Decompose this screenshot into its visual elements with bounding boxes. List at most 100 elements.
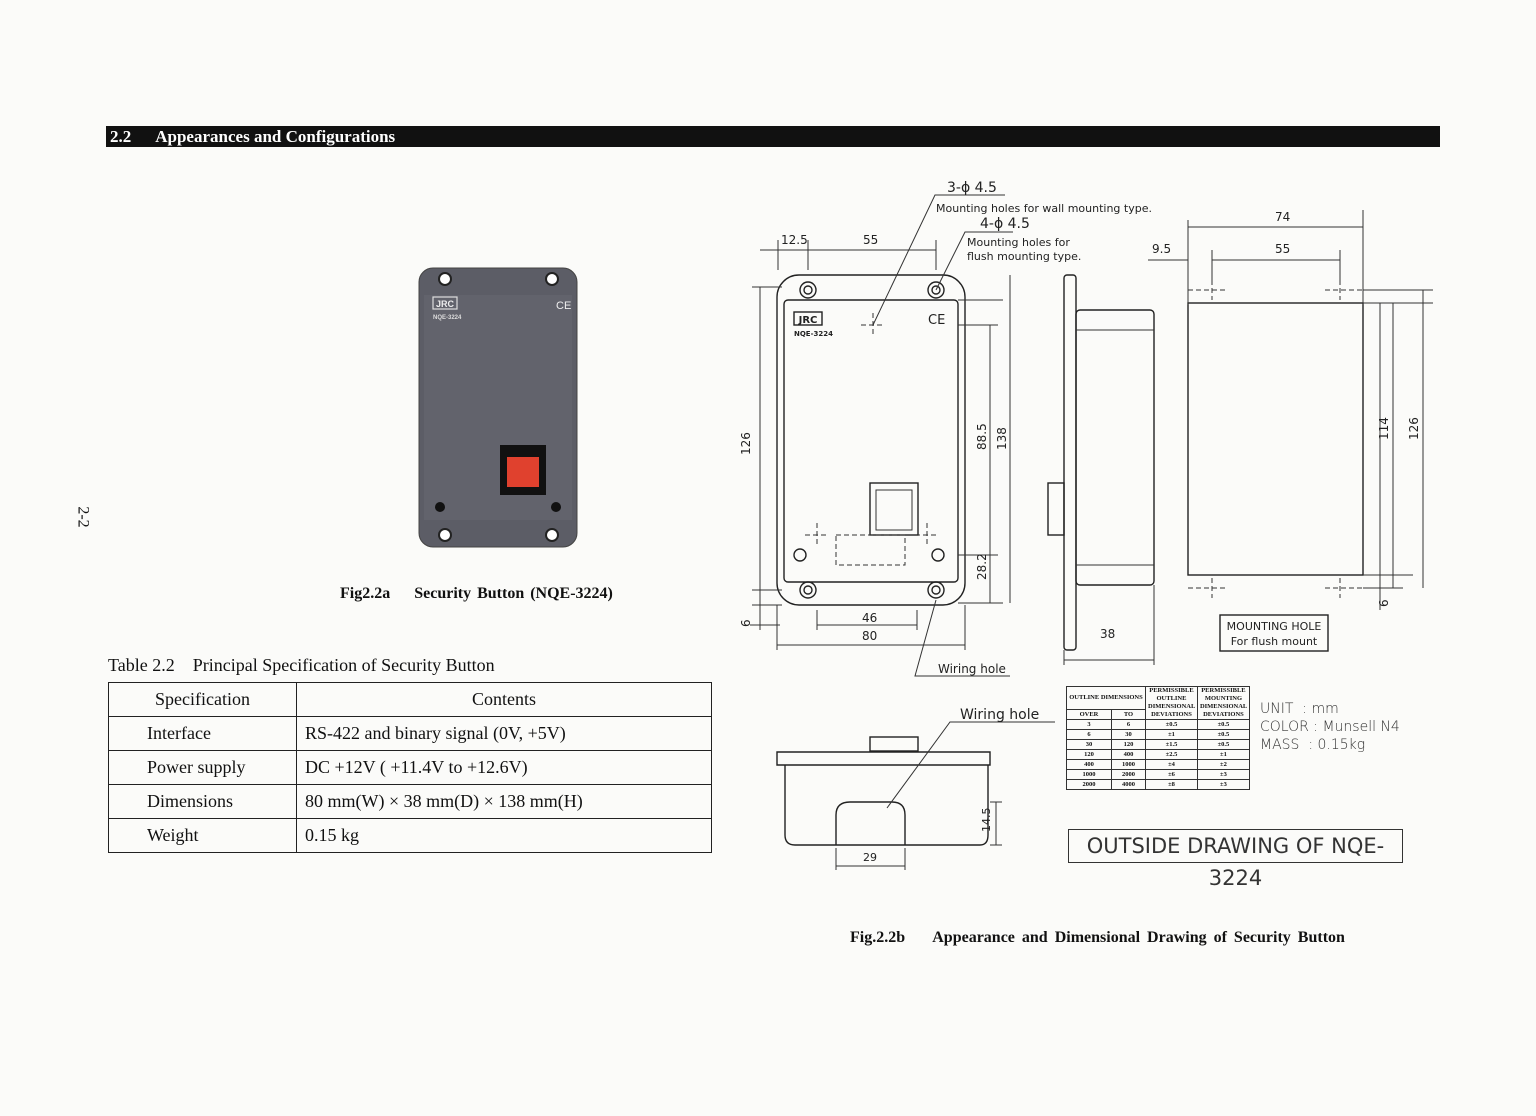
spec-name: Dimensions	[108, 784, 297, 819]
header-over: OVER	[1066, 709, 1112, 720]
spec-value: 0.15 kg	[296, 818, 712, 853]
flush-hole-spec: 4-ϕ 4.5	[980, 216, 1030, 232]
mounting-hole-label-1: MOUNTING HOLE	[1227, 620, 1322, 633]
cell: ±3	[1196, 779, 1250, 790]
security-button-photo: JRC NQE-3224 CE	[418, 267, 578, 548]
dim-6-right: 6	[1377, 599, 1391, 607]
dim-55-back: 55	[1275, 242, 1290, 256]
cell: 6	[1066, 729, 1112, 740]
front-model: NQE-3224	[794, 330, 833, 338]
cell: ±3	[1196, 769, 1250, 780]
spec-name: Weight	[108, 818, 297, 853]
flush-hole-note-2: flush mounting type.	[967, 250, 1081, 263]
header-to: TO	[1110, 709, 1147, 720]
unit-line: UNIT : mm	[1260, 701, 1339, 717]
cell: ±1.5	[1145, 739, 1198, 750]
cell: 400	[1066, 759, 1112, 770]
cell: 400	[1110, 749, 1147, 760]
header-mount-dev: PERMISSIBLE MOUNTING DIMENSIONAL DEVIATI…	[1196, 686, 1250, 720]
spec-name: Interface	[108, 716, 297, 751]
cell: 6	[1110, 719, 1147, 730]
dim-55-top: 55	[863, 233, 878, 247]
photo-logo: JRC	[436, 299, 455, 309]
cell: ±0.5	[1196, 719, 1250, 730]
cell: ±2	[1196, 759, 1250, 770]
header-specification: Specification	[108, 682, 297, 717]
section-header: 2.2 Appearances and Configurations	[106, 126, 1440, 147]
section-number: 2.2	[110, 127, 132, 146]
side-view: 38	[1047, 274, 1155, 665]
cell: 1000	[1066, 769, 1112, 780]
photo-model: NQE-3224	[433, 315, 462, 321]
dim-80: 80	[862, 629, 877, 643]
wall-hole-spec: 3-ϕ 4.5	[947, 180, 997, 196]
dim-138: 138	[995, 427, 1009, 450]
figure-a-caption: Fig2.2a Security Button (NQE-3224)	[340, 585, 613, 602]
cell: 2000	[1066, 779, 1112, 790]
front-logo: JRC	[798, 315, 818, 326]
cell: 2000	[1110, 769, 1147, 780]
dim-88-5: 88.5	[975, 423, 989, 450]
header-outline: OUTLINE DIMENSIONS	[1066, 686, 1146, 710]
figure-b-caption: Fig.2.2b Appearance and Dimensional Draw…	[850, 929, 1345, 946]
header-outline-dev: PERMISSIBLE OUTLINE DIMENSIONAL DEVIATIO…	[1145, 686, 1198, 720]
front-view: JRC NQE-3224 CE	[776, 274, 966, 606]
front-ce-mark: CE	[928, 313, 945, 328]
spec-value: 80 mm(W) × 38 mm(D) × 138 mm(H)	[296, 784, 712, 819]
cell: 120	[1066, 749, 1112, 760]
dim-126-left: 126	[739, 432, 753, 455]
color-line: COLOR : Munsell N4	[1260, 719, 1400, 735]
flush-hole-note-1: Mounting holes for	[967, 236, 1070, 249]
dim-6-left: 6	[739, 619, 753, 627]
unit-info: UNIT : mm COLOR : Munsell N4 MASS : 0.15kg	[1260, 682, 1400, 754]
cell: ±4	[1145, 759, 1198, 770]
spec-value: RS-422 and binary signal (0V, +5V)	[296, 716, 712, 751]
cell: ±0.5	[1196, 729, 1250, 740]
photo-ce-mark: CE	[556, 300, 571, 312]
mass-line: MASS : 0.15kg	[1260, 737, 1366, 753]
dim-38: 38	[1100, 627, 1115, 641]
dim-126-right: 126	[1407, 417, 1421, 440]
cell: ±6	[1145, 769, 1198, 780]
wiring-hole-bottom-label: Wiring hole	[960, 707, 1039, 723]
wall-hole-note: Mounting holes for wall mounting type.	[936, 202, 1152, 215]
cell: ±2.5	[1145, 749, 1198, 760]
cell: ±0.5	[1145, 719, 1198, 730]
outside-drawing-title: OUTSIDE DRAWING OF NQE-3224	[1068, 829, 1403, 890]
bottom-view: Wiring hole 14.5 29	[776, 707, 1055, 870]
cell: 30	[1066, 739, 1112, 750]
cell: 30	[1110, 729, 1147, 740]
cell: ±0.5	[1196, 739, 1250, 750]
dim-74: 74	[1275, 210, 1290, 224]
dim-29: 29	[863, 851, 877, 864]
spec-name: Power supply	[108, 750, 297, 785]
mounting-hole-label-2: For flush mount	[1231, 635, 1318, 648]
cell: 120	[1110, 739, 1147, 750]
dim-46: 46	[862, 611, 877, 625]
wiring-hole-front-label: Wiring hole	[938, 662, 1006, 676]
cell: ±8	[1145, 779, 1198, 790]
dim-9-5: 9.5	[1152, 242, 1171, 256]
cell: 4000	[1110, 779, 1147, 790]
spec-table-title: Table 2.2 Principal Specification of Sec…	[108, 655, 495, 675]
section-title: Appearances and Configurations	[155, 127, 396, 146]
dim-28-2: 28.2	[975, 553, 989, 580]
dim-12-5: 12.5	[781, 233, 808, 247]
cell: ±1	[1145, 729, 1198, 740]
spec-value: DC +12V ( +11.4V to +12.6V)	[296, 750, 712, 785]
cell: ±1	[1196, 749, 1250, 760]
cell: 3	[1066, 719, 1112, 730]
